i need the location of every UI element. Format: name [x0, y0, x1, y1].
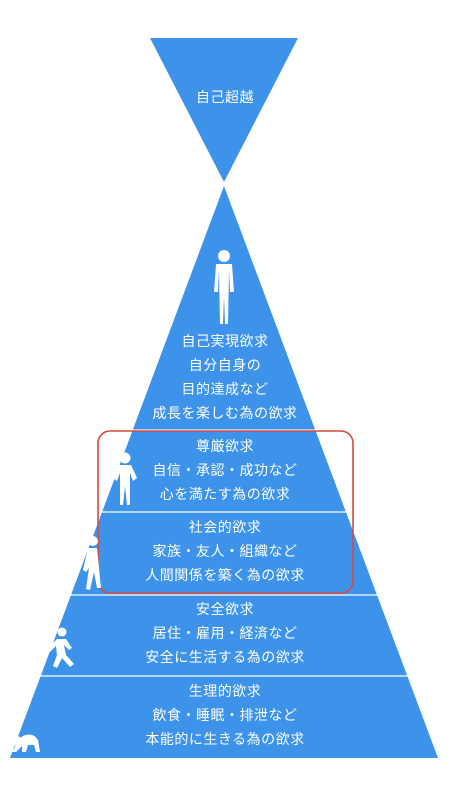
- walking-person-icon: [83, 536, 101, 590]
- top-inverted-triangle: [150, 38, 298, 182]
- tier-esteem: 尊厳欲求 自信・承認・成功など 心を満たす為の欲求: [0, 435, 450, 507]
- hands-on-hips-icon: [113, 452, 137, 505]
- tier-desc-line: 人間関係を築く為の欲求: [145, 568, 305, 584]
- standing-adult-icon: [214, 250, 234, 324]
- tier-title: 安全欲求: [196, 602, 254, 618]
- tier-desc-line: 心を満たす為の欲求: [159, 487, 291, 503]
- tier-title: 自己実現欲求: [181, 334, 269, 350]
- tier-self-actualization: 自己実現欲求 自分自身の 目的達成など 成長を楽しむ為の欲求: [0, 330, 450, 426]
- crawling-baby-icon: [12, 734, 40, 752]
- tier-desc-line: 自分自身の: [188, 358, 262, 374]
- tier-desc-line: 自信・承認・成功など: [152, 463, 298, 479]
- tier-desc-line: 成長を楽しむ為の欲求: [152, 406, 298, 422]
- top-label: 自己超越: [0, 86, 450, 110]
- tier-physiological: 生理的欲求 飲食・睡眠・排泄など 本能的に生きる為の欲求: [0, 680, 450, 752]
- tier-desc-line: 目的達成など: [181, 382, 269, 398]
- tier-safety: 安全欲求 居住・雇用・経済など 安全に生活する為の欲求: [0, 598, 450, 670]
- tier-title: 社会的欲求: [188, 520, 262, 536]
- tier-desc-line: 家族・友人・組織など: [152, 544, 298, 560]
- top-title: 自己超越: [196, 90, 254, 106]
- tier-desc-line: 居住・雇用・経済など: [152, 626, 298, 642]
- tier-desc-line: 本能的に生きる為の欲求: [145, 732, 305, 748]
- highlight-frame: [97, 430, 354, 594]
- tier-title: 尊厳欲求: [196, 439, 254, 455]
- tier-social: 社会的欲求 家族・友人・組織など 人間関係を築く為の欲求: [0, 516, 450, 588]
- tier-desc-line: 飲食・睡眠・排泄など: [152, 708, 298, 724]
- running-child-icon: [47, 627, 74, 668]
- tier-desc-line: 安全に生活する為の欲求: [145, 650, 305, 666]
- pyramid-body: [10, 186, 438, 758]
- tier-title: 生理的欲求: [188, 684, 262, 700]
